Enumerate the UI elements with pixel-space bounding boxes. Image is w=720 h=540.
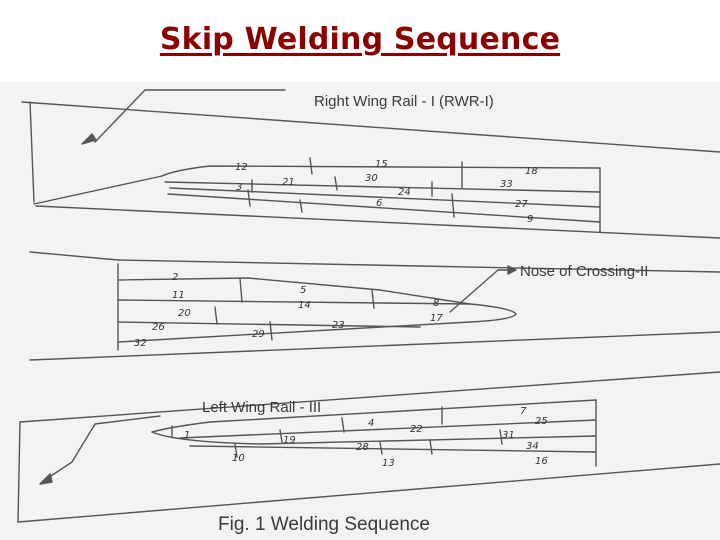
weld-number: 24 (398, 187, 411, 198)
weld-number: 10 (232, 453, 245, 464)
right-wing-rail-label: Right Wing Rail - I (RWR-I) (314, 93, 494, 110)
nose-of-crossing-label: Nose of Crossing-II (520, 263, 648, 280)
weld-number: 9 (527, 214, 533, 225)
slide-title: Skip Welding Sequence (159, 22, 561, 57)
weld-number: 19 (283, 435, 296, 446)
weld-number: 12 (235, 162, 248, 173)
weld-number: 25 (535, 416, 548, 427)
weld-number: 7 (520, 406, 527, 417)
weld-number: 15 (375, 159, 388, 170)
weld-number: 26 (152, 322, 165, 333)
weld-number: 2 (172, 272, 178, 283)
weld-number: 4 (368, 418, 374, 429)
weld-number: 32 (134, 338, 147, 349)
figure-caption: Fig. 1 Welding Sequence (218, 514, 430, 535)
left-wing-rail (17, 371, 720, 523)
weld-number: 3 (236, 182, 242, 193)
welding-sequence-diagram: Right Wing Rail - I (RWR-I) Nose of Cros… (0, 82, 720, 540)
diagram-svg: Right Wing Rail - I (RWR-I) Nose of Cros… (17, 89, 720, 535)
weld-number: 14 (298, 300, 311, 311)
weld-number: 16 (535, 456, 548, 467)
weld-number: 13 (382, 458, 395, 469)
rwr-weld-numbers: 12 15 18 3 21 30 24 33 6 27 9 (235, 159, 538, 225)
weld-number: 8 (433, 298, 439, 309)
noc-weld-numbers: 2 5 11 14 20 8 17 26 29 23 32 (134, 272, 443, 349)
right-wing-rail (21, 89, 720, 239)
weld-number: 1 (184, 430, 190, 441)
weld-number: 34 (526, 441, 539, 452)
weld-number: 17 (430, 313, 443, 324)
weld-number: 5 (300, 285, 306, 296)
lwr-weld-numbers: 4 7 1 22 25 19 31 28 34 10 13 16 (184, 406, 548, 469)
weld-number: 23 (332, 320, 345, 331)
weld-number: 18 (525, 166, 538, 177)
weld-number: 11 (172, 290, 185, 301)
weld-number: 22 (410, 424, 423, 435)
weld-number: 28 (356, 442, 369, 453)
nose-of-crossing (29, 251, 720, 361)
weld-number: 27 (515, 199, 528, 210)
weld-number: 30 (365, 173, 378, 184)
weld-number: 20 (178, 308, 191, 319)
left-wing-rail-label: Left Wing Rail - III (202, 399, 321, 416)
weld-number: 29 (252, 329, 265, 340)
weld-number: 33 (500, 179, 513, 190)
weld-number: 6 (376, 198, 382, 209)
weld-number: 21 (282, 177, 295, 188)
weld-number: 31 (502, 430, 515, 441)
